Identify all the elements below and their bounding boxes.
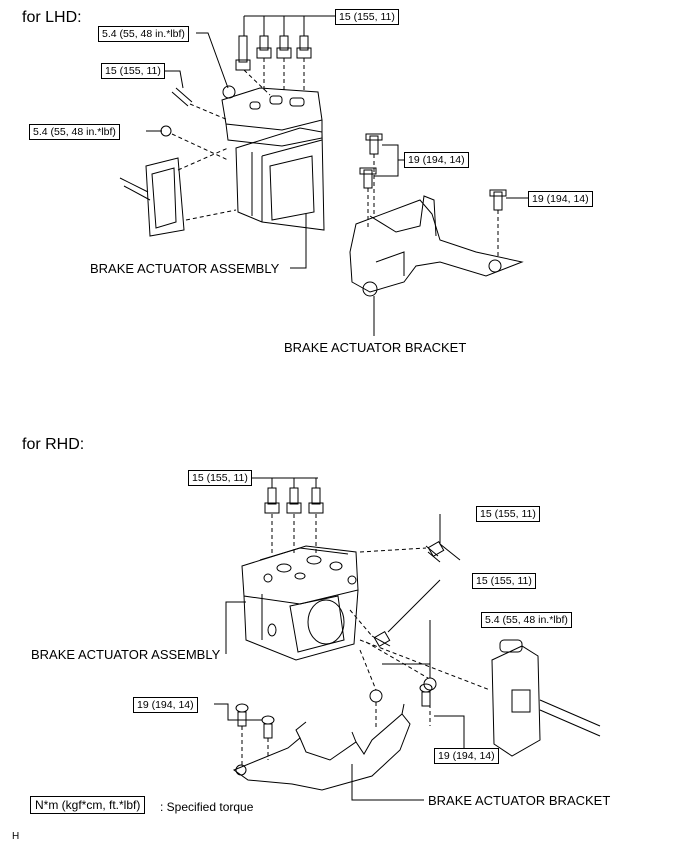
rhd-connector (491, 639, 601, 757)
lhd-torque-15-side: 15 (155, 11) (101, 63, 165, 79)
rhd-torque-19-left: 19 (194, 14) (133, 697, 198, 713)
lhd-torque-15-top: 15 (155, 11) (335, 9, 399, 25)
rhd-bracket-label: BRAKE ACTUATOR BRACKET (428, 793, 611, 808)
lhd-torque-54-side: 5.4 (55, 48 in.*lbf) (29, 124, 120, 140)
lhd-heading: for LHD: (22, 9, 82, 26)
rhd-assembly-label: BRAKE ACTUATOR ASSEMBLY (31, 647, 221, 662)
lhd-pipe-fittings (235, 35, 312, 71)
rhd-bracket (232, 703, 411, 791)
lhd-bracket (349, 195, 524, 297)
lhd-torque-19-a: 19 (194, 14) (404, 152, 469, 168)
rhd-torque-15-middle: 15 (155, 11) (472, 573, 536, 589)
rhd-torque-19-right: 19 (194, 14) (434, 748, 499, 764)
lhd-bracket-label: BRAKE ACTUATOR BRACKET (284, 340, 467, 355)
lhd-assembly-label: BRAKE ACTUATOR ASSEMBLY (90, 261, 280, 276)
rhd-torque-54: 5.4 (55, 48 in.*lbf) (481, 612, 572, 628)
rhd-torque-15-right: 15 (155, 11) (476, 506, 540, 522)
torque-unit-legend-text: : Specified torque (160, 800, 254, 814)
rhd-pipe-fittings (264, 487, 324, 514)
rhd-torque-15-top: 15 (155, 11) (188, 470, 252, 486)
lhd-connector (119, 157, 185, 237)
lhd-torque-54-top: 5.4 (55, 48 in.*lbf) (98, 26, 189, 42)
lhd-torque-19-b: 19 (194, 14) (528, 191, 593, 207)
rhd-actuator-body (241, 545, 359, 661)
rhd-heading: for RHD: (22, 436, 85, 453)
lhd-actuator-body (221, 87, 325, 231)
footer-code: H (12, 831, 20, 842)
torque-unit-legend-box: N*m (kgf*cm, ft.*lbf) (30, 796, 146, 814)
